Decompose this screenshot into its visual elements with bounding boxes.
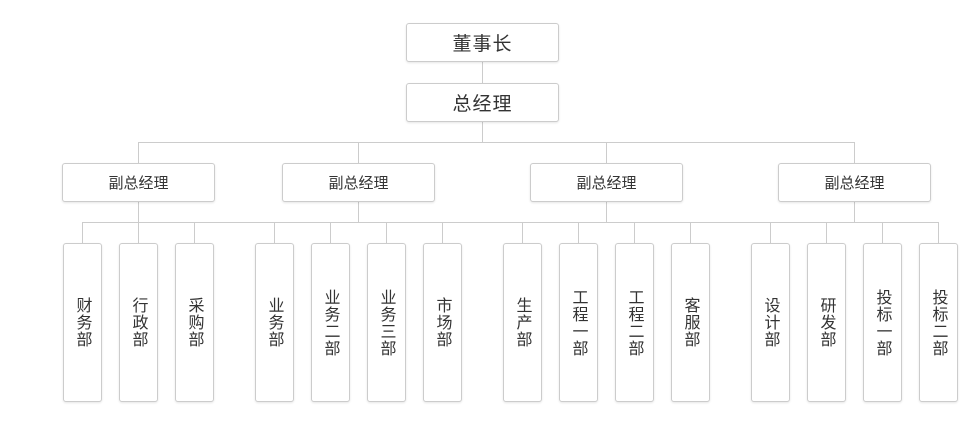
- department-node: 投标一部: [863, 243, 902, 402]
- connector-vp4-down: [854, 202, 855, 223]
- connector-dept-4: [330, 222, 331, 243]
- connector-dept-6: [442, 222, 443, 243]
- connector-chairman-gm: [482, 62, 483, 83]
- connector-dept-2: [194, 222, 195, 243]
- department-node: 行政部: [119, 243, 158, 402]
- connector-dept-12: [826, 222, 827, 243]
- connector-dept-5: [386, 222, 387, 243]
- connector-dept-14: [938, 222, 939, 243]
- connector-vp1-up: [138, 142, 139, 163]
- department-node: 客服部: [671, 243, 710, 402]
- department-node: 生产部: [503, 243, 542, 402]
- general-manager-node: 总经理: [406, 83, 559, 122]
- department-node: 研发部: [807, 243, 846, 402]
- vice-president-node: 副总经理: [282, 163, 435, 202]
- department-node: 财务部: [63, 243, 102, 402]
- connector-vp3-down: [606, 202, 607, 223]
- connector-dept-13: [882, 222, 883, 243]
- connector-vp3-up: [606, 142, 607, 163]
- department-node: 投标二部: [919, 243, 958, 402]
- connector-dept-8: [578, 222, 579, 243]
- connector-vp1-down: [138, 202, 139, 223]
- connector-dept-9: [634, 222, 635, 243]
- connector-gm-down: [482, 122, 483, 143]
- department-node: 市场部: [423, 243, 462, 402]
- department-node: 工程一部: [559, 243, 598, 402]
- connector-dept-0: [82, 222, 83, 243]
- vice-president-node: 副总经理: [62, 163, 215, 202]
- connector-dept-bus: [82, 222, 939, 223]
- department-node: 设计部: [751, 243, 790, 402]
- department-node: 业务三部: [367, 243, 406, 402]
- department-node: 采购部: [175, 243, 214, 402]
- connector-dept-7: [522, 222, 523, 243]
- vice-president-node: 副总经理: [778, 163, 931, 202]
- connector-vp2-down: [358, 202, 359, 223]
- department-node: 业务部: [255, 243, 294, 402]
- connector-dept-3: [274, 222, 275, 243]
- department-node: 工程二部: [615, 243, 654, 402]
- connector-dept-11: [770, 222, 771, 243]
- connector-dept-1: [138, 222, 139, 243]
- department-node: 业务二部: [311, 243, 350, 402]
- connector-vp2-up: [358, 142, 359, 163]
- vice-president-node: 副总经理: [530, 163, 683, 202]
- connector-vp-bus: [138, 142, 855, 143]
- connector-vp4-up: [854, 142, 855, 163]
- connector-dept-10: [690, 222, 691, 243]
- chairman-node: 董事长: [406, 23, 559, 62]
